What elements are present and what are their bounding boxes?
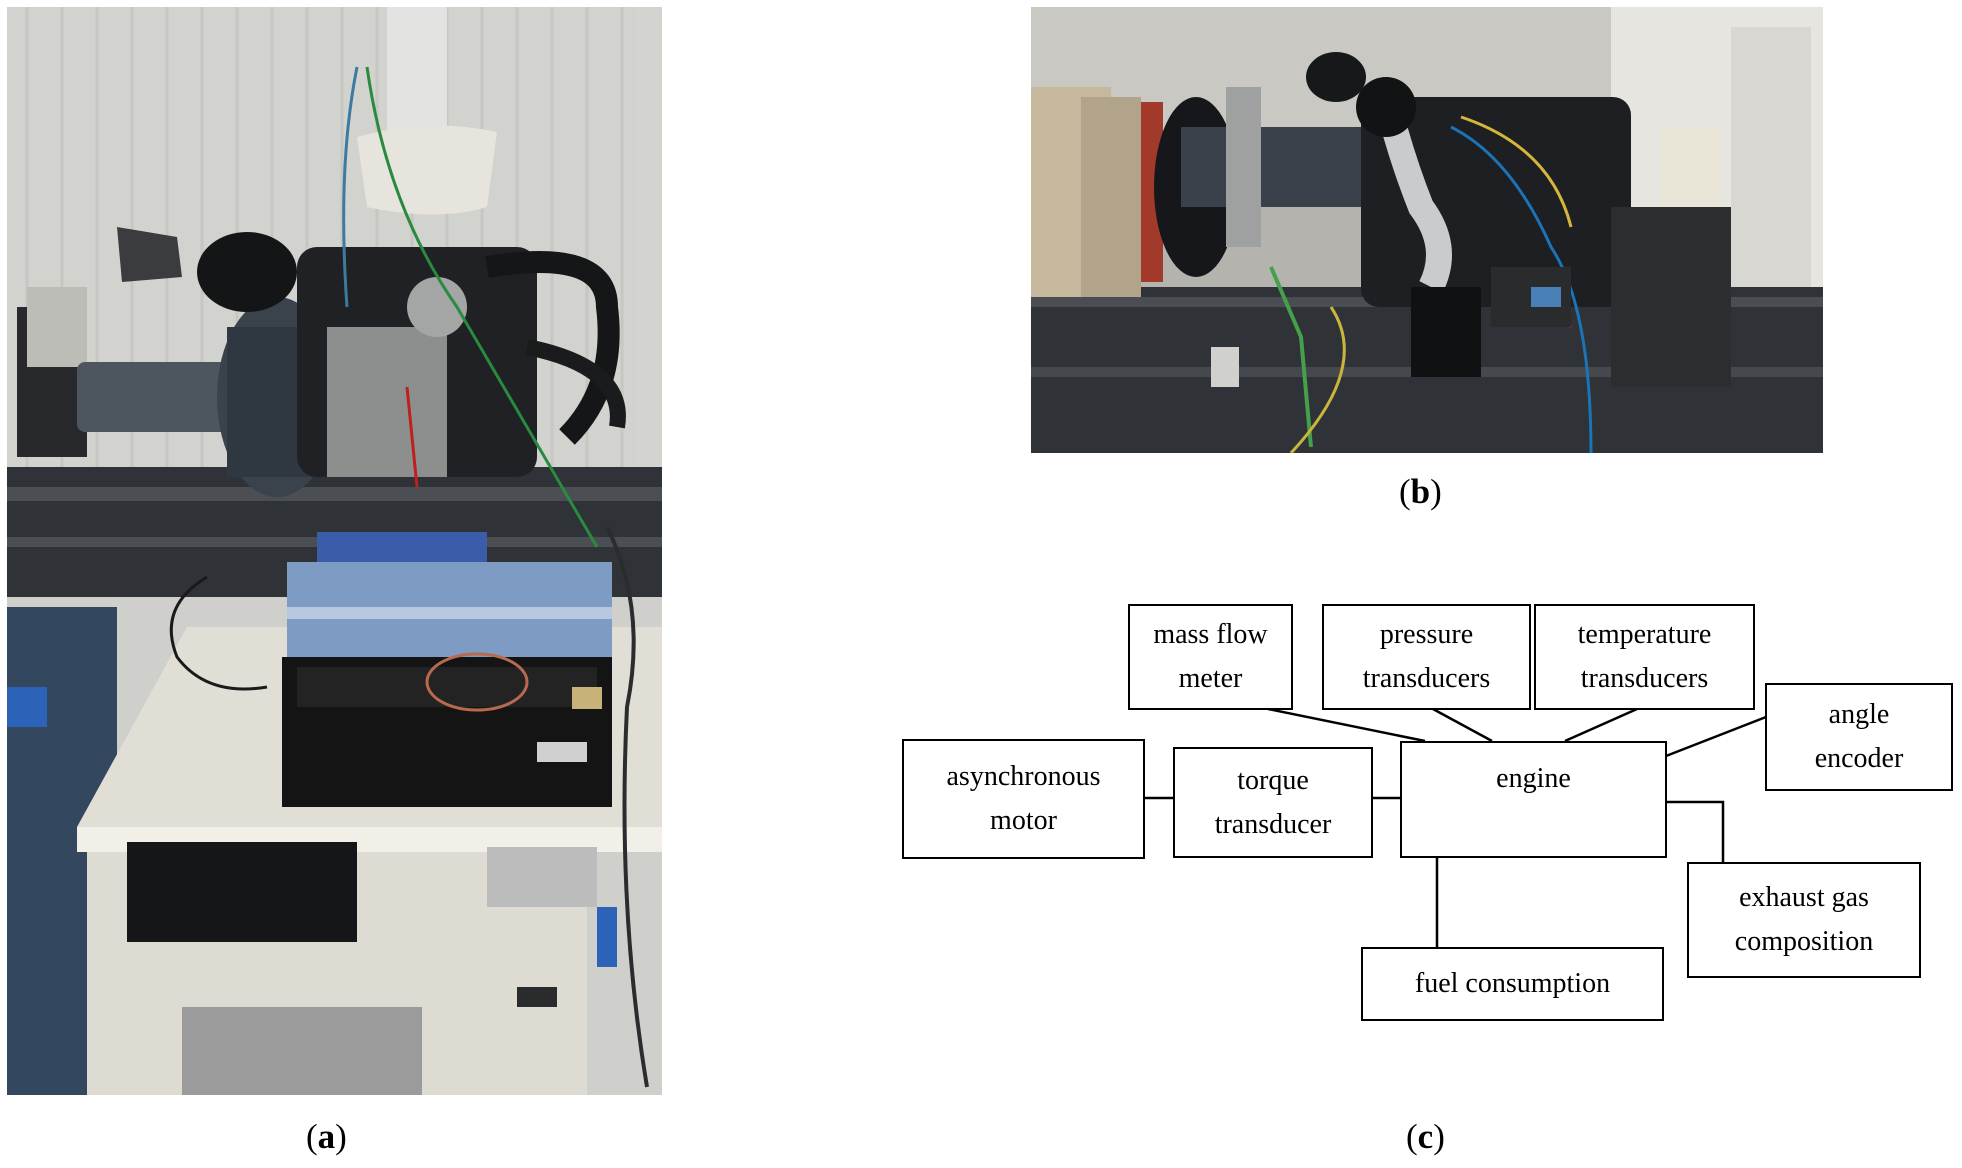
node-angle-encoder-label: angle encoder (1814, 699, 1904, 774)
node-pressure-transducers-label: pressure transducers (1362, 619, 1491, 694)
caption-a: (a) (306, 1117, 347, 1157)
connector-temperature-to-engine (1564, 707, 1638, 743)
node-exhaust-gas-composition: exhaust gas composition (1687, 862, 1921, 978)
caption-c-close: ) (1433, 1117, 1445, 1156)
caption-b-close: ) (1430, 472, 1442, 511)
connector-mass-flow-to-engine (1267, 707, 1426, 743)
node-temperature-transducers: temperature transducers (1534, 604, 1755, 710)
caption-a-open: ( (306, 1117, 318, 1156)
node-fuel-consumption-label: fuel consumption (1414, 968, 1611, 999)
connector-pressure-to-engine (1432, 707, 1493, 743)
node-exhaust-gas-composition-label: exhaust gas composition (1734, 882, 1874, 957)
node-mass-flow-meter: mass flow meter (1128, 604, 1293, 710)
node-torque-transducer: torque transducer (1173, 747, 1373, 858)
caption-b-open: ( (1399, 472, 1411, 511)
node-fuel-consumption: fuel consumption (1361, 947, 1664, 1021)
photo-a-illustration (7, 7, 662, 1095)
caption-c-letter: c (1417, 1117, 1434, 1156)
engine-test-bench-photo-a (7, 7, 662, 1095)
node-mass-flow-meter-label: mass flow meter (1153, 619, 1268, 694)
caption-c: (c) (1406, 1117, 1445, 1157)
caption-b-letter: b (1410, 472, 1431, 511)
caption-c-open: ( (1406, 1117, 1418, 1156)
node-engine-label: engine (1496, 763, 1571, 794)
node-angle-encoder: angle encoder (1765, 683, 1953, 791)
node-engine: engine (1400, 741, 1667, 858)
caption-a-close: ) (335, 1117, 347, 1156)
node-asynchronous-motor: asynchronous motor (902, 739, 1145, 859)
node-torque-transducer-label: torque transducer (1214, 764, 1332, 840)
connector-engine-to-exhaust (1666, 800, 1725, 863)
node-temperature-transducers-label: temperature transducers (1577, 619, 1712, 694)
caption-b: (b) (1399, 472, 1442, 512)
caption-a-letter: a (317, 1117, 336, 1156)
engine-test-bench-photo-b (1031, 7, 1823, 453)
photo-b-illustration (1031, 7, 1823, 453)
connector-angle-encoder-to-engine (1665, 715, 1767, 758)
node-pressure-transducers: pressure transducers (1322, 604, 1531, 710)
node-asynchronous-motor-label: asynchronous motor (946, 761, 1101, 836)
